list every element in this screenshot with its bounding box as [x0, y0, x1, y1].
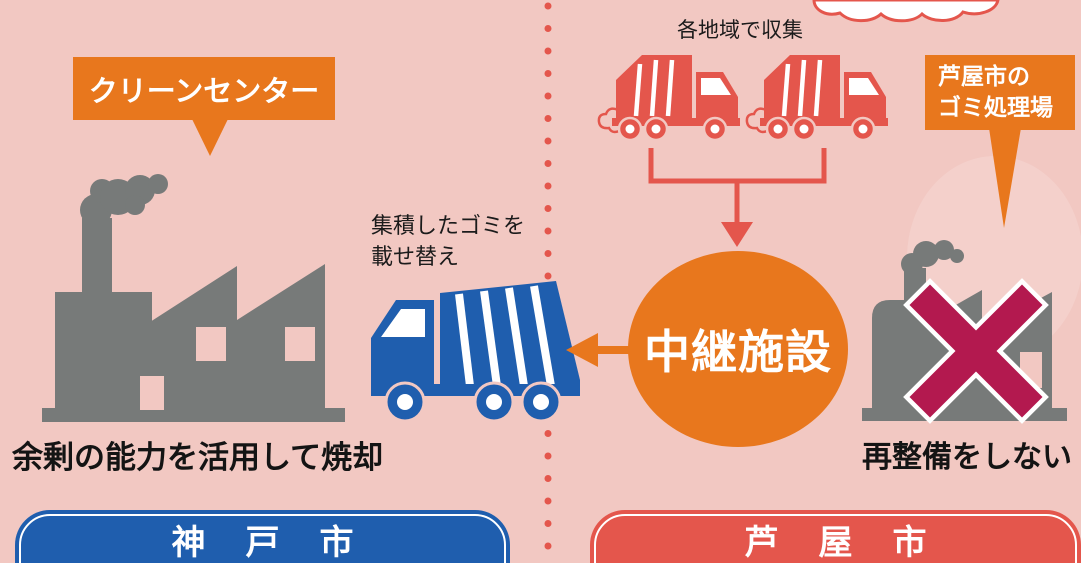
connector-bracket — [648, 148, 827, 184]
ashiya-city-name: 芦屋市 — [744, 523, 967, 563]
factory-window — [285, 327, 315, 361]
transfer-truck-icon — [371, 281, 580, 423]
factory-base — [42, 408, 345, 422]
truck-wheel — [384, 381, 426, 423]
wheel-hub — [486, 394, 502, 410]
truck-wheel — [520, 381, 562, 423]
kobe-clean-center-factory-icon — [42, 174, 345, 422]
ashiya-city-banner-outline — [594, 514, 1077, 563]
transfer-hub-circle — [628, 251, 848, 447]
kobe-callout-bubble — [73, 57, 335, 120]
wheel-hub — [710, 124, 720, 134]
wheel-hub — [799, 124, 809, 134]
ashiya-caption: 再整備をしない — [862, 440, 1072, 475]
kobe-callout-label: クリーンセンター — [88, 73, 320, 108]
truck-wheel — [473, 381, 515, 423]
wheel-hub — [533, 394, 549, 410]
cab-window — [849, 78, 879, 95]
container-stripe — [505, 287, 528, 387]
kobe-city-name: 神戸市 — [171, 523, 394, 563]
transfer-hub-label: 中継施設 — [644, 325, 832, 379]
truck-chassis — [612, 118, 740, 126]
exhaust-puff — [745, 107, 768, 134]
wheel-hub — [651, 124, 661, 134]
ashiya-callout-line-2: ゴミ処理場 — [938, 94, 1053, 121]
container-stripe — [530, 285, 555, 387]
kobe-city-banner-outline — [19, 514, 506, 563]
cross-fill — [909, 284, 1043, 418]
factory-left-block — [872, 300, 912, 418]
collection-truck-icon-2 — [745, 55, 888, 142]
truck-chassis — [760, 118, 888, 126]
container-stripe — [813, 59, 823, 117]
reload-note: 集積したゴミを 載せ替え — [371, 211, 525, 273]
collection-truck-icon-1 — [597, 55, 740, 142]
kobe-callout-pointer — [192, 119, 228, 156]
smoke-puff — [148, 174, 168, 194]
cancel-cross-icon — [903, 278, 1049, 424]
wheel-hub — [858, 124, 868, 134]
cloud-bubble-fragment — [812, 0, 1000, 23]
truck-wheel — [791, 116, 817, 142]
collection-to-hub-connector — [648, 148, 827, 224]
hub-to-truck-arrow — [566, 333, 634, 367]
ashiya-callout-bubble — [925, 55, 1075, 130]
container-stripe — [797, 59, 807, 117]
ashiya-callout-pointer — [989, 128, 1021, 228]
kobe-city-label: 神戸市 — [15, 510, 510, 563]
factory-base — [862, 408, 1067, 421]
container-stripe — [649, 59, 659, 117]
arrow-shaft — [592, 346, 634, 354]
truck-wheel — [850, 116, 876, 142]
smoke-puff — [934, 240, 954, 260]
container-stripe — [455, 293, 474, 387]
container-stripe — [665, 59, 675, 117]
exhaust-puff — [597, 107, 620, 134]
factory-door — [140, 376, 164, 410]
container-stripe — [781, 63, 791, 117]
container-stripes — [781, 59, 823, 117]
smoke-puff — [950, 249, 964, 263]
smoke-puff — [913, 241, 939, 267]
truck-wheel — [617, 116, 643, 142]
cab-window — [701, 78, 731, 95]
container-stripes — [633, 59, 675, 117]
ashiya-callout-label: 芦屋市の ゴミ処理場 — [925, 55, 1075, 130]
ashiya-city-label: 芦屋市 — [590, 510, 1081, 563]
factory-left-block — [55, 292, 152, 418]
factory-sawtooth-hall — [150, 264, 325, 418]
ashiya-callout-line-1: 芦屋市の — [938, 63, 1030, 90]
wheel-hub — [625, 124, 635, 134]
wheel-hub — [773, 124, 783, 134]
kobe-city-banner — [15, 510, 510, 563]
truck-wheel — [765, 116, 791, 142]
container-stripes — [455, 285, 555, 387]
cross-bar — [909, 284, 1043, 418]
cab-window — [381, 309, 425, 337]
ashiya-city-banner — [590, 510, 1081, 563]
factory-window — [196, 327, 226, 361]
collection-note: 各地域で収集 — [677, 18, 803, 42]
wheel-hub — [397, 394, 413, 410]
arrow-head — [566, 333, 598, 367]
reload-note-line-2: 載せ替え — [371, 245, 460, 270]
smoke-puff — [125, 195, 145, 215]
truck-wheel — [643, 116, 669, 142]
reload-note-line-1: 集積したゴミを — [371, 214, 526, 239]
kobe-caption: 余剰の能力を活用して焼却 — [12, 440, 384, 476]
collection-arrowhead — [721, 222, 753, 247]
truck-wheel — [702, 116, 728, 142]
container-stripe — [480, 290, 501, 387]
container-stripe — [633, 63, 643, 117]
